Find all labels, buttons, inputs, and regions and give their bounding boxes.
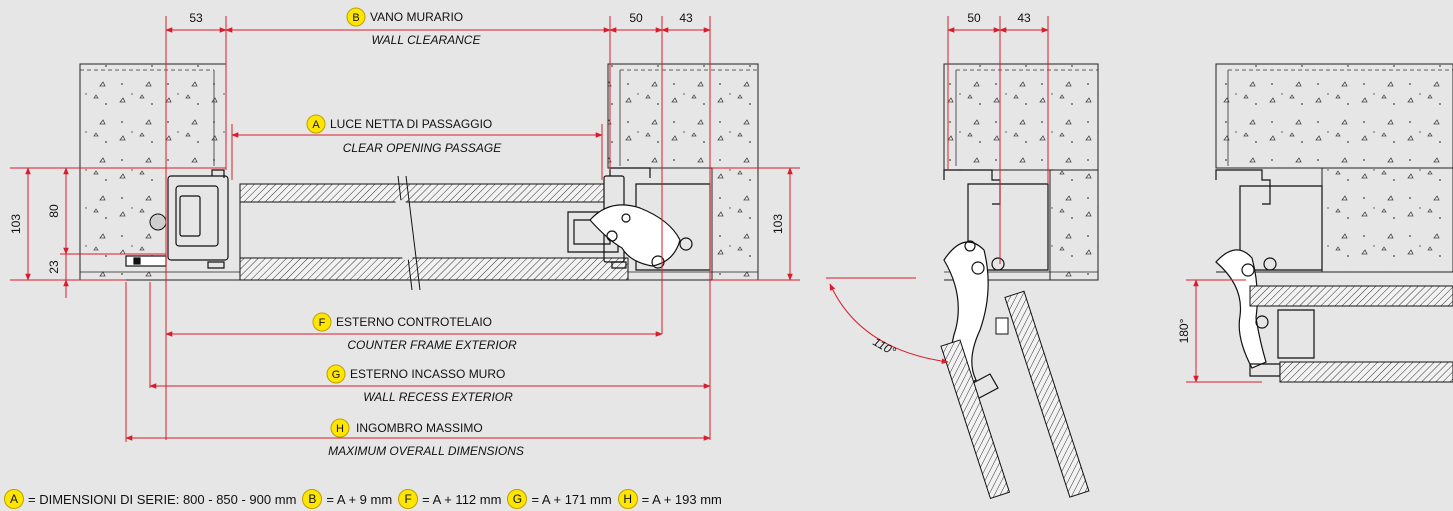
label-b-en: WALL CLEARANCE [372,33,482,47]
legend: A = DIMENSIONI DI SERIE: 800 - 850 - 900… [4,489,728,509]
legend-badge-f: F [398,489,419,509]
badge-g: G [332,369,341,381]
main-dimension-numbers: 53 50 43 103 80 23 103 [9,11,785,274]
dim-angle-180: 180° [1177,318,1191,343]
left-frame-profile [125,169,229,269]
wall-right-lower [711,167,759,281]
legend-text-h: = A + 193 mm [641,491,722,507]
badge-h: H [336,423,344,435]
badge-b: B [352,12,359,24]
wall-right-upper [607,63,759,169]
label-g: G ESTERNO INCASSO MURO WALL RECESS EXTER… [326,364,513,404]
dim-23: 23 [47,260,61,274]
dim-angle-110: 110° [871,334,899,358]
label-h: H INGOMBRO MASSIMO MAXIMUM OVERALL DIMEN… [328,418,524,458]
dimension-labels: B VANO MURARIO WALL CLEARANCE A LUCE NET… [306,7,524,458]
dim-43: 43 [679,11,693,25]
open-110-numbers: 50 43 110° [871,11,1031,359]
badge-f: F [319,317,326,329]
legend-badge-h: H [617,489,638,509]
label-h-en: MAXIMUM OVERALL DIMENSIONS [328,444,524,458]
label-f: F ESTERNO CONTROTELAIO COUNTER FRAME EXT… [312,312,517,352]
legend-text-f: = A + 112 mm [422,491,502,507]
label-b: B VANO MURARIO WALL CLEARANCE [346,7,482,47]
dim-80: 80 [47,204,61,218]
badge-a: A [312,119,320,131]
right-hinge-mechanism [567,167,711,271]
legend-text-a: = DIMENSIONI DI SERIE: 800 - 850 - 900 m… [28,491,297,507]
dim-43-open: 43 [1017,11,1031,25]
open-110-view [940,63,1099,499]
legend-badge-a: A [4,489,24,509]
label-a: A LUCE NETTA DI PASSAGGIO CLEAR OPENING … [306,114,502,155]
open-110-dimensions [826,16,1049,364]
wall-left-upper [79,63,227,169]
legend-badge-g: G [507,489,528,509]
open-180-view [1215,63,1453,383]
legend-badge-b: B [302,489,323,509]
legend-text-b: = A + 9 mm [326,491,393,507]
door-stop-icon [149,213,167,231]
dim-103-right: 103 [771,214,785,234]
label-b-it: VANO MURARIO [370,10,463,24]
dim-103-left: 103 [9,214,23,234]
label-a-en: CLEAR OPENING PASSAGE [343,141,502,155]
label-g-en: WALL RECESS EXTERIOR [363,390,513,404]
dim-50: 50 [629,11,643,25]
dim-50-open: 50 [967,11,981,25]
open-180-numbers: 180° [1177,318,1191,343]
main-plan-view [79,63,759,291]
legend-text-g: = A + 171 mm [531,491,612,507]
label-a-it: LUCE NETTA DI PASSAGGIO [330,117,492,131]
main-dimension-lines [10,16,800,442]
open-180-dimensions [1186,279,1262,383]
label-g-it: ESTERNO INCASSO MURO [350,367,505,381]
dim-53: 53 [189,11,203,25]
label-f-en: COUNTER FRAME EXTERIOR [347,338,517,352]
door-leaf-upper [239,183,605,203]
label-h-it: INGOMBRO MASSIMO [356,421,483,435]
door-leaf-lower [239,257,629,281]
label-f-it: ESTERNO CONTROTELAIO [336,315,492,329]
